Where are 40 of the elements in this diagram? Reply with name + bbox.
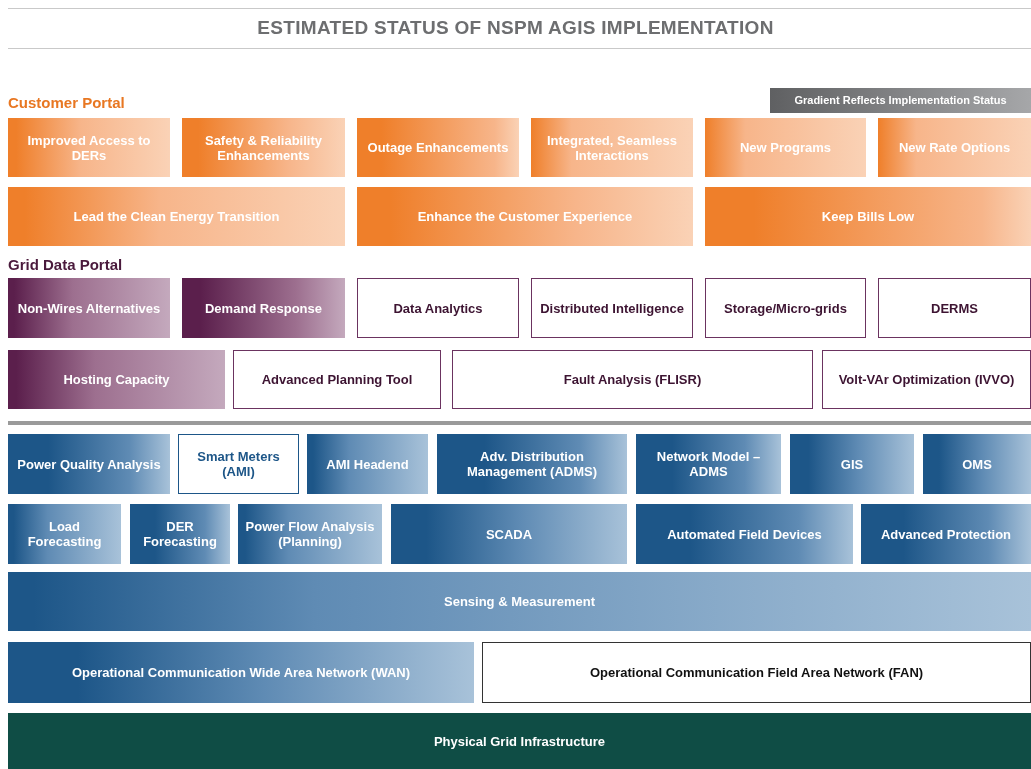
section-heading: Customer Portal: [8, 94, 125, 111]
capability-box: Keep Bills Low: [705, 187, 1031, 246]
capability-box: Power Quality Analysis: [8, 434, 170, 494]
capability-box: Automated Field Devices: [636, 504, 853, 564]
capability-box: Hosting Capacity: [8, 350, 225, 409]
capability-box: Fault Analysis (FLISR): [452, 350, 813, 409]
capability-box: Integrated, Seamless Interactions: [531, 118, 693, 177]
capability-box: Distributed Intelligence: [531, 278, 693, 338]
diagram-title: ESTIMATED STATUS OF NSPM AGIS IMPLEMENTATION: [256, 17, 775, 39]
capability-box: Data Analytics: [357, 278, 519, 338]
capability-box: Storage/Micro-grids: [705, 278, 866, 338]
layer-bar: Sensing & Measurement: [8, 572, 1031, 631]
capability-box: Safety & Reliability Enhancements: [182, 118, 345, 177]
capability-box: Advanced Protection: [861, 504, 1031, 564]
capability-box: Outage Enhancements: [357, 118, 519, 177]
capability-box: OMS: [923, 434, 1031, 494]
section-heading: Grid Data Portal: [8, 256, 123, 273]
capability-box: Volt-VAr Optimization (IVVO): [822, 350, 1031, 409]
capability-box: GIS: [790, 434, 914, 494]
capability-box: Load Forecasting: [8, 504, 121, 564]
capability-box: New Programs: [705, 118, 866, 177]
capability-box: AMI Headend: [307, 434, 428, 494]
layer-bar: Physical Grid Infrastructure: [8, 713, 1031, 769]
capability-box: SCADA: [391, 504, 627, 564]
capability-box: Improved Access to DERs: [8, 118, 170, 177]
capability-box: Power Flow Analysis (Planning): [238, 504, 382, 564]
capability-box: Network Model – ADMS: [636, 434, 781, 494]
capability-box: New Rate Options: [878, 118, 1031, 177]
capability-box: DERMS: [878, 278, 1031, 338]
capability-box: Demand Response: [182, 278, 345, 338]
capability-box: Enhance the Customer Experience: [357, 187, 693, 246]
capability-box: Advanced Planning Tool: [233, 350, 441, 409]
layer-bar: Operational Communication Field Area Network (FAN): [482, 642, 1031, 703]
capability-box: Smart Meters (AMI): [178, 434, 299, 494]
capability-box: Adv. Distribution Management (ADMS): [437, 434, 627, 494]
capability-box: DER Forecasting: [130, 504, 230, 564]
legend-badge: Gradient Reflects Implementation Status: [770, 88, 1031, 113]
capability-box: Non-Wires Alternatives: [8, 278, 170, 338]
capability-box: Operational Communication Wide Area Network (WAN): [8, 642, 474, 703]
capability-box: Lead the Clean Energy Transition: [8, 187, 345, 246]
